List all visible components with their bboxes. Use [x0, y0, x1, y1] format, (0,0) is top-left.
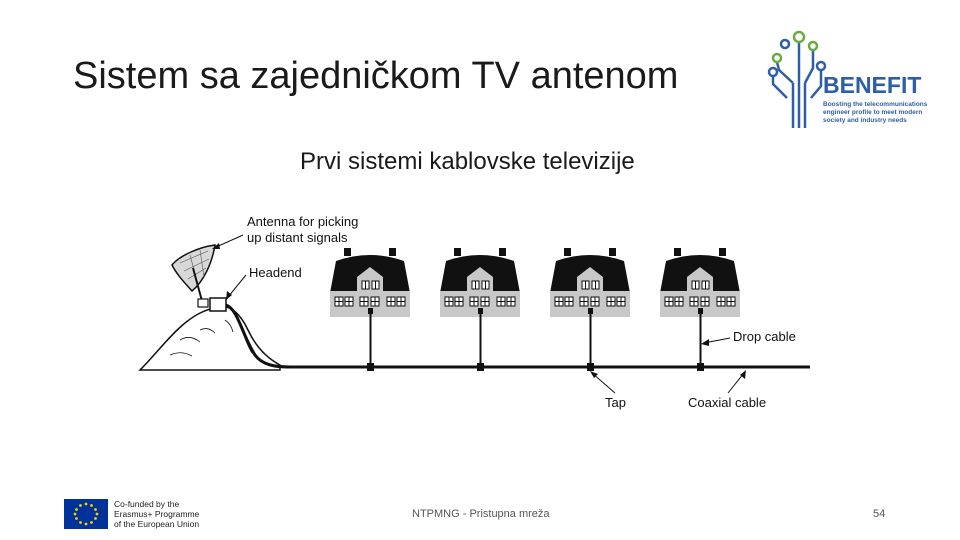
eu-line-3: of the European Union — [114, 519, 199, 529]
house-icon — [660, 248, 740, 371]
drop-cable-label: Drop cable — [733, 329, 796, 344]
footer-text: NTPMNG - Pristupna mreža — [412, 508, 550, 520]
logo-tagline-1: Boosting the telecommunications — [823, 101, 928, 108]
antenna-label-2: up distant signals — [247, 230, 348, 245]
logo-tagline-3: society and industry needs — [823, 117, 907, 124]
eu-line-2: Erasmus+ Programme — [114, 509, 200, 519]
slide-title: Sistem sa zajedničkom TV antenom — [73, 55, 679, 97]
coaxial-cable-label: Coaxial cable — [688, 395, 766, 410]
dish-antenna-icon — [171, 244, 216, 308]
diagram-subtitle: Prvi sistemi kablovske televizije — [300, 148, 635, 175]
eu-line-1: Co-funded by the — [114, 499, 179, 509]
eu-erasmus-logo: Co-funded by the Erasmus+ Programme of t… — [62, 495, 234, 531]
headend-label: Headend — [249, 265, 302, 280]
tap-icon — [697, 363, 704, 371]
logo-tagline-2: engineer profile to meet modern — [823, 109, 922, 116]
house-icon — [440, 248, 520, 371]
eu-stars-icon — [73, 502, 99, 526]
page-number: 54 — [873, 508, 886, 520]
benefit-logo: BENEFIT Boosting the telecommunications … — [765, 28, 945, 134]
tap-icon — [367, 363, 374, 371]
tap-icon — [587, 363, 594, 371]
house-icon — [550, 248, 630, 371]
tap-icon — [477, 363, 484, 371]
tap-label: Tap — [605, 395, 626, 410]
cable-tv-diagram: Antenna for picking up distant signals H… — [138, 214, 810, 410]
antenna-label-1: Antenna for picking — [247, 214, 358, 229]
logo-name: BENEFIT — [823, 72, 921, 98]
headend-box — [209, 297, 227, 312]
house-icon — [330, 248, 410, 371]
